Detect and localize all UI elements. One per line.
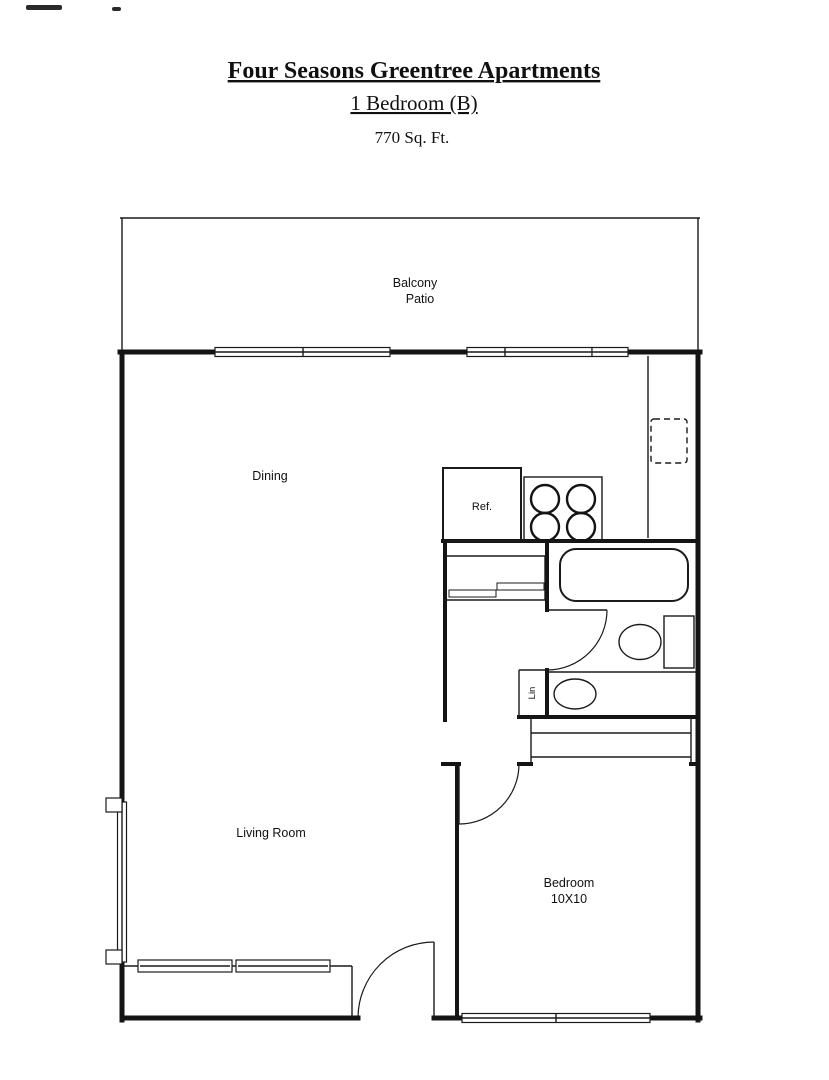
linen-label: Lin — [527, 687, 538, 700]
page-area: 770 Sq. Ft. — [375, 128, 450, 147]
doors — [357, 763, 520, 1019]
refrigerator-box — [442, 467, 522, 542]
stove-burner-icon — [529, 511, 561, 543]
page-title: Four Seasons Greentree Apartments — [228, 58, 601, 84]
living-room-label: Living Room — [236, 826, 305, 840]
sliding-door-panel — [448, 589, 497, 598]
door-swing-arc — [458, 763, 520, 825]
sink-icon — [553, 678, 597, 710]
bedroom-label: Bedroom — [544, 876, 595, 890]
plan-header: Four Seasons Greentree Apartments 1 Bedr… — [228, 58, 601, 147]
door-swing-arc — [357, 941, 435, 1019]
balcony-outline: Balcony Patio — [120, 217, 700, 352]
room-labels: Dining Living Room Bedroom 10X10 — [236, 469, 594, 906]
sliding-door-panel — [496, 582, 545, 591]
interior-walls — [441, 539, 700, 1020]
window-frame-block — [105, 949, 123, 965]
bedroom-size-label: 10X10 — [551, 892, 587, 906]
bathtub-icon — [559, 548, 689, 602]
patio-label: Patio — [406, 292, 435, 306]
hall-closet — [447, 555, 546, 601]
balcony-label: Balcony — [393, 276, 438, 290]
scan-artifacts — [26, 5, 121, 11]
bedroom-closet — [530, 717, 692, 764]
door-swing-arc — [546, 609, 608, 671]
page-subtitle: 1 Bedroom (B) — [350, 91, 477, 115]
dining-label: Dining — [252, 469, 287, 483]
cooktop-outline — [523, 476, 603, 542]
stove-burner-icon — [529, 483, 561, 515]
window-frame-block — [105, 797, 123, 813]
toilet-tank — [663, 615, 695, 669]
windows — [105, 346, 651, 1024]
toilet-icon — [618, 623, 662, 661]
kitchen: Ref. — [442, 356, 688, 543]
stove-burner-icon — [565, 483, 597, 515]
exterior-walls — [117, 349, 703, 1023]
bathroom: Lin — [518, 548, 698, 717]
refrigerator-label: Ref. — [472, 501, 492, 513]
stove-burner-icon — [565, 511, 597, 543]
dishwasher-icon — [650, 418, 688, 464]
